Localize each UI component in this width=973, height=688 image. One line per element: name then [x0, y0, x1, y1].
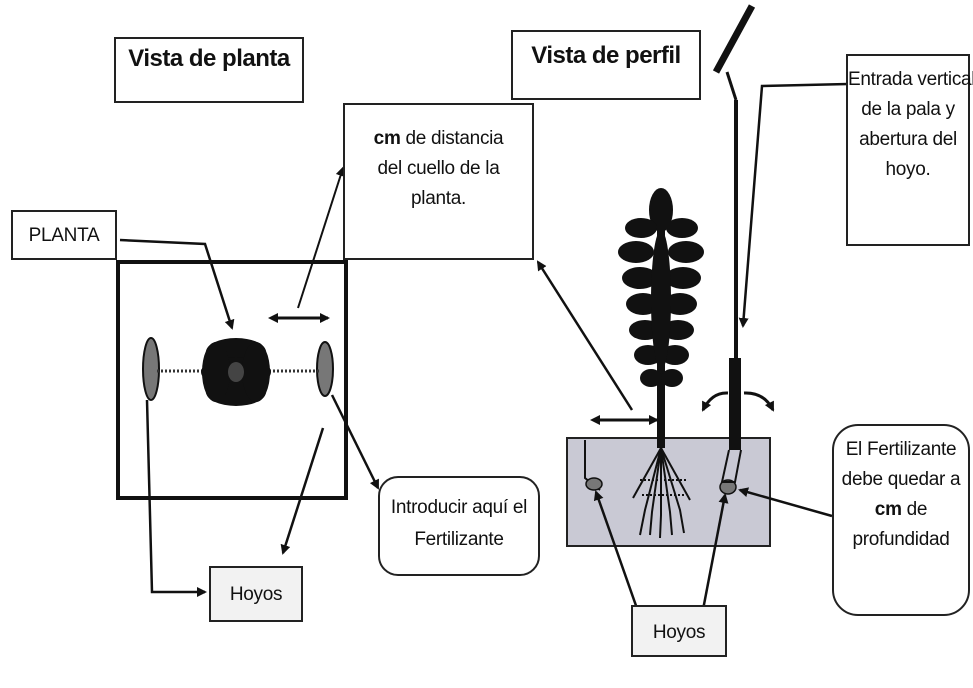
profile-hole-left	[585, 477, 603, 491]
profile-plant-icon	[618, 188, 704, 448]
plan-view-title-box: Vista de planta	[114, 37, 304, 103]
fertilizer-line-4: profundidad	[852, 529, 950, 550]
profile-roots	[632, 447, 691, 539]
opening-arrow-left	[701, 391, 729, 412]
holes-right-label: Hoyos	[652, 622, 706, 643]
insert-pointer-arrow	[330, 394, 380, 490]
distance-unit: cm	[373, 128, 401, 149]
fertilizer-label-box: El Fertilizante debe quedar a cm de prof…	[832, 424, 970, 616]
shovel-pointer-arrow	[738, 82, 849, 328]
hoyos-left-pointer-b	[280, 427, 325, 555]
shovel-grip	[712, 4, 756, 74]
shovel-label-box: Entrada vertical de la pala y abertura d…	[846, 54, 973, 246]
plan-hole-left	[142, 337, 160, 401]
plan-hole-right	[316, 341, 334, 397]
profile-view-title: Vista de perfil	[531, 42, 681, 69]
distance-label-box: cm de distancia del cuello de la planta.	[343, 103, 534, 260]
insert-line-2: Fertilizante	[414, 529, 504, 550]
shovel-line-2: de la pala y	[861, 99, 955, 120]
shovel-line-3: abertura del	[859, 129, 957, 150]
distance-text-1: de distancia	[400, 128, 504, 149]
fertilizer-line-3: cm de	[834, 498, 968, 521]
holes-left-box: Hoyos	[209, 566, 303, 622]
plan-view-title: Vista de planta	[128, 45, 290, 72]
fertilizer-text-3: de	[901, 499, 928, 520]
plan-plant-icon	[201, 338, 271, 406]
shovel-line-4: hoyo.	[885, 159, 931, 180]
hoyos-right-pointer-a	[593, 490, 642, 618]
distance-line-1: cm de distancia	[345, 127, 532, 150]
opening-arrow-right	[743, 391, 775, 412]
distance-pointer-profile	[536, 260, 634, 411]
distance-line-2: del cuello de la	[377, 158, 500, 179]
fertilizer-line-1: El Fertilizante	[845, 439, 957, 460]
profile-view-title-box: Vista de perfil	[511, 30, 701, 100]
shovel-blade	[729, 358, 741, 450]
plant-label: PLANTA	[28, 225, 100, 246]
insert-line-1: Introducir aquí el	[390, 497, 528, 518]
plant-pointer-arrow	[119, 238, 235, 330]
fertilizer-line-2: debe quedar a	[841, 469, 961, 490]
plant-label-box: PLANTA	[11, 210, 117, 260]
plan-view-square	[116, 260, 348, 500]
insert-label-box: Introducir aquí el Fertilizante	[378, 476, 540, 576]
fertilizer-unit: cm	[874, 499, 902, 520]
shovel-line-1: Entrada vertical	[848, 69, 973, 90]
hoyos-right-pointer-b	[700, 493, 729, 616]
holes-right-box: Hoyos	[631, 605, 727, 657]
distance-pointer-up	[297, 166, 346, 309]
fertilizer-pointer-arrow	[738, 487, 833, 518]
holes-left-label: Hoyos	[229, 584, 283, 605]
hoyos-left-pointer-a	[145, 399, 207, 597]
distance-line-3: planta.	[411, 188, 466, 209]
